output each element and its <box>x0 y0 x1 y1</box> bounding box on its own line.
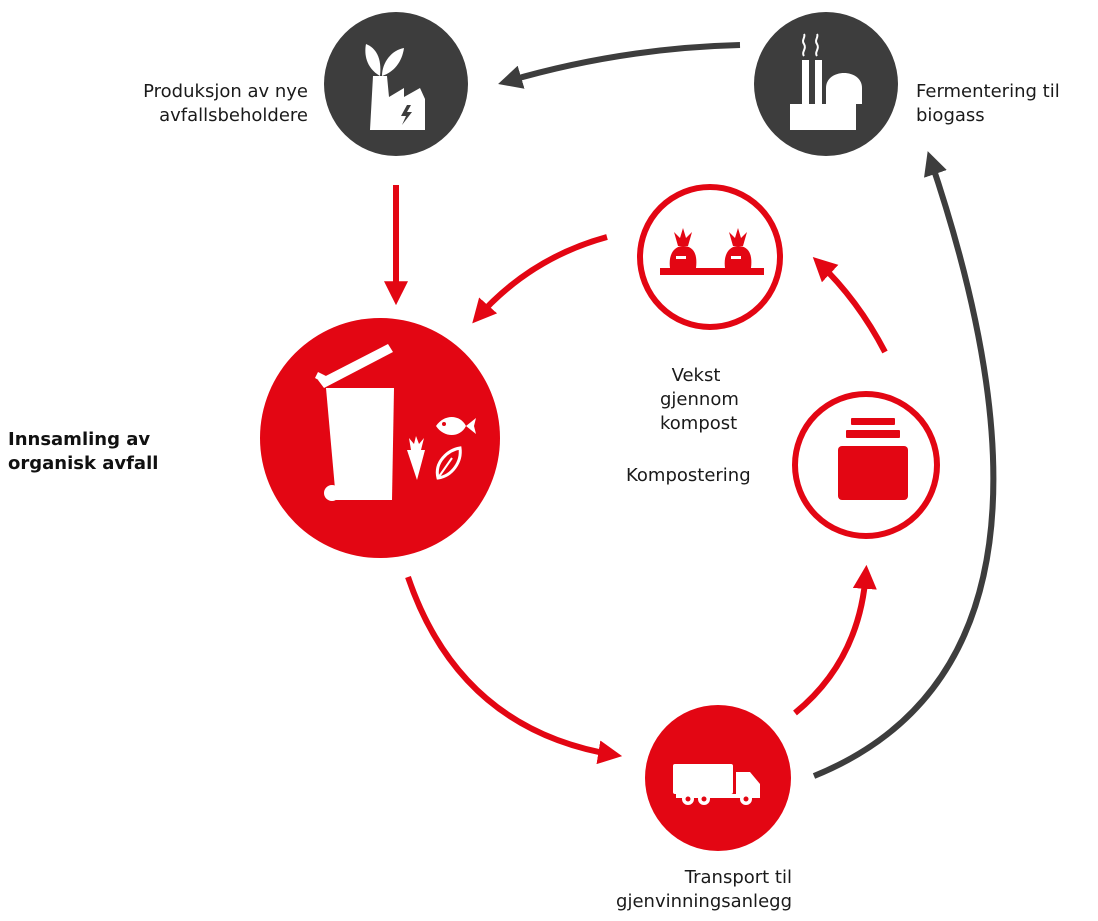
label-line: avfallsbeholdere <box>159 105 308 126</box>
label-line: Innsamling av <box>8 429 151 450</box>
truck-icon <box>673 764 760 805</box>
fermentation-node <box>754 12 898 156</box>
label-line: gjenvinningsanlegg <box>616 891 792 912</box>
growth-node <box>637 184 783 330</box>
arrow-transport-to-composting <box>793 564 877 716</box>
biogas-plant-icon <box>790 33 862 130</box>
arrow-collection-to-transport <box>405 576 623 765</box>
organic-waste-bin-icon <box>315 344 476 501</box>
collection-node <box>260 318 500 558</box>
label-line: Vekst <box>671 365 721 386</box>
carrots-growing-icon <box>660 228 764 275</box>
label-line: gjennom <box>660 389 739 410</box>
label-line: biogass <box>916 105 985 126</box>
composting-node <box>792 391 940 539</box>
label-line: Transport til <box>684 867 792 888</box>
label-composting: Kompostering <box>626 464 751 488</box>
label-growth: Vekst gjennom kompost <box>660 364 739 436</box>
label-line: Produksjon av nye <box>143 81 308 102</box>
production-node <box>324 12 468 156</box>
label-transport: Transport til gjenvinningsanlegg <box>616 866 792 914</box>
arrow-fermentation-to-production <box>498 42 741 89</box>
transport-node <box>645 705 791 851</box>
label-line: Fermentering til <box>916 81 1060 102</box>
compost-container-icon <box>838 418 908 500</box>
label-production: Produksjon av nye avfallsbeholdere <box>143 80 308 128</box>
arrow-growth-to-collection <box>472 234 608 324</box>
arrow-composting-to-growth <box>812 257 888 354</box>
label-collection: Innsamling av organisk avfall <box>8 428 158 476</box>
label-fermentation: Fermentering til biogass <box>916 80 1060 128</box>
factory-leaf-icon <box>365 44 425 130</box>
arrow-transport-to-fermentation <box>812 151 997 779</box>
label-line: kompost <box>660 413 738 434</box>
label-line: Kompostering <box>626 465 751 486</box>
label-line: organisk avfall <box>8 453 159 474</box>
